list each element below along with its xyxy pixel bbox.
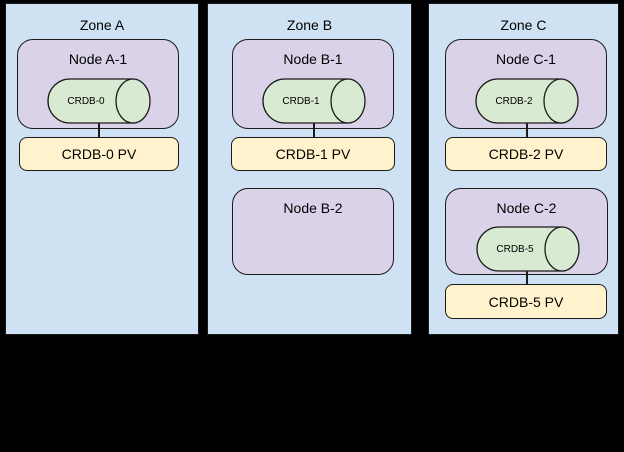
crdb-1-pv-label: CRDB-1 PV (275, 146, 351, 162)
node-b-1: Node B-1 CRDB-1 (232, 39, 394, 129)
connector-line (526, 123, 528, 137)
node-c-2: Node C-2 CRDB-5 (445, 188, 608, 275)
node-b-1-label: Node B-1 (283, 51, 343, 67)
database-cylinder-icon (47, 78, 151, 124)
zone-c: Zone C Node C-1 CRDB-2 CRDB-2 PV Node C-… (428, 3, 619, 335)
node-c-1: Node C-1 CRDB-2 (445, 39, 607, 129)
crdb-5-cylinder: CRDB-5 (476, 226, 580, 272)
crdb-1-cylinder: CRDB-1 (262, 78, 366, 124)
crdb-2-pv: CRDB-2 PV (445, 137, 607, 171)
connector-line (98, 123, 100, 137)
zone-b-label: Zone B (286, 17, 333, 33)
crdb-0-pv-label: CRDB-0 PV (61, 146, 137, 162)
node-a-1-label: Node A-1 (68, 51, 128, 67)
crdb-5-label: CRDB-5 (496, 243, 534, 255)
database-cylinder-icon (262, 78, 366, 124)
crdb-0-pv: CRDB-0 PV (19, 137, 179, 171)
zone-c-label: Zone C (500, 17, 547, 33)
node-c-1-label: Node C-1 (496, 51, 556, 67)
crdb-5-pv: CRDB-5 PV (445, 284, 607, 319)
crdb-2-pv-label: CRDB-2 PV (488, 146, 564, 162)
node-b-2: Node B-2 (232, 188, 394, 275)
database-cylinder-icon (475, 78, 579, 124)
crdb-5-pv-label: CRDB-5 PV (488, 293, 564, 310)
node-b-2-label: Node B-2 (283, 200, 343, 216)
crdb-2-label: CRDB-2 (495, 95, 533, 107)
node-a-1: Node A-1 CRDB-0 (17, 39, 179, 129)
crdb-0-label: CRDB-0 (67, 95, 105, 107)
zone-b: Zone B Node B-1 CRDB-1 CRDB-1 PV Node B-… (207, 3, 412, 335)
connector-line (526, 271, 528, 284)
zone-a: Zone A Node A-1 CRDB-0 CRDB-0 PV (5, 3, 199, 335)
crdb-0-cylinder: CRDB-0 (47, 78, 151, 124)
crdb-1-label: CRDB-1 (282, 95, 320, 107)
node-c-2-label: Node C-2 (496, 200, 557, 216)
crdb-2-cylinder: CRDB-2 (475, 78, 579, 124)
connector-line (313, 123, 315, 137)
database-cylinder-icon (476, 226, 580, 272)
zone-a-label: Zone A (79, 17, 125, 33)
crdb-1-pv: CRDB-1 PV (231, 137, 395, 171)
